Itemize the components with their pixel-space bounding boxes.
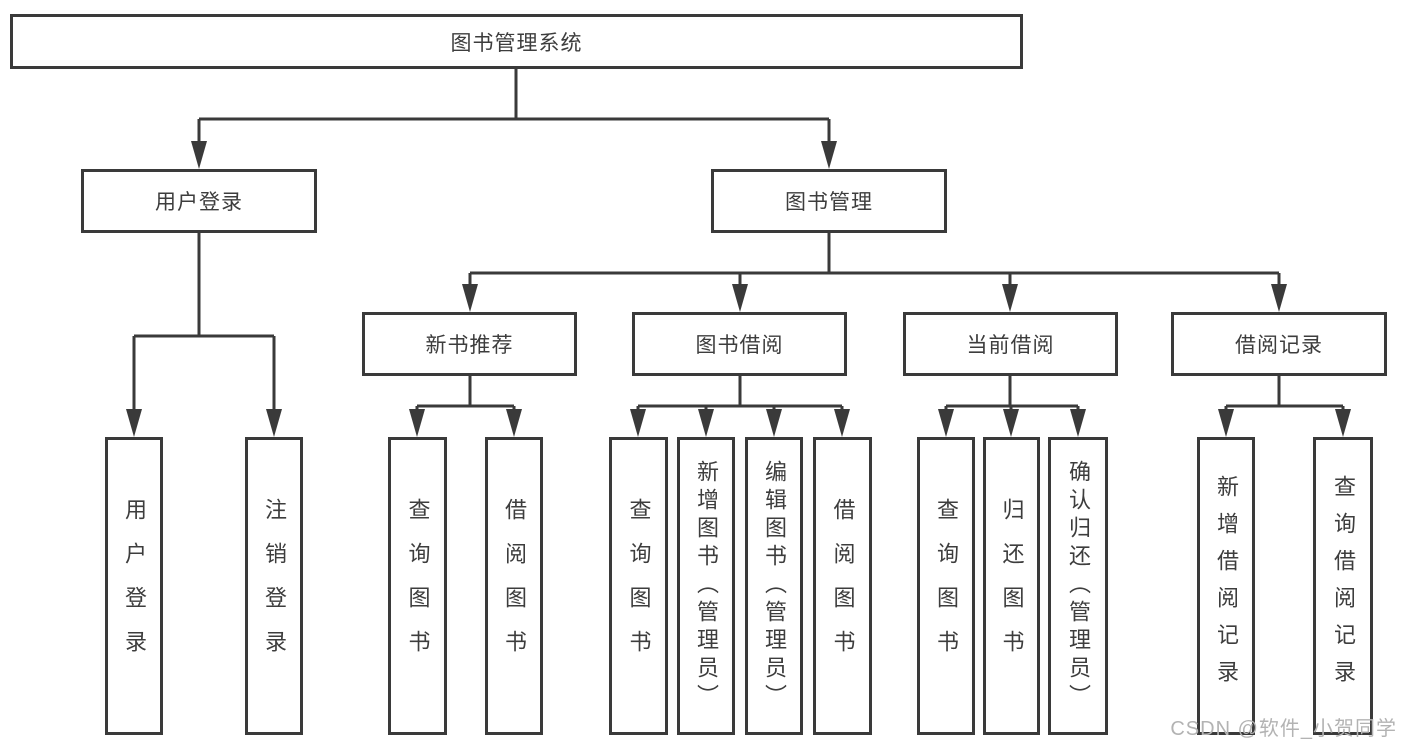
node-current-borrow: 当前借阅 (903, 312, 1118, 376)
node-user-login: 用户登录 (81, 169, 317, 233)
node-library-system: 图书管理系统 (10, 14, 1023, 69)
leaf-query-books-borrow-label: 查询图书 (626, 498, 652, 674)
node-new-book-recommend-label: 新书推荐 (425, 334, 514, 357)
leaf-add-borrow-record: 新增借阅记录 (1197, 437, 1255, 735)
leaf-logout: 注销登录 (245, 437, 303, 735)
node-borrow-records: 借阅记录 (1171, 312, 1387, 376)
leaf-query-borrow-record: 查询借阅记录 (1313, 437, 1373, 735)
leaf-logout-label: 注销登录 (262, 498, 287, 674)
leaf-confirm-return-admin-label: 确认归还（管理员） (1066, 460, 1091, 712)
csdn-watermark: CSDN @软件_小贺同学 (1170, 718, 1397, 740)
leaf-query-borrow-record-label: 查询借阅记录 (1331, 475, 1356, 697)
node-new-book-recommend: 新书推荐 (362, 312, 577, 376)
arrow-down-icons (126, 141, 1351, 437)
node-book-management-label: 图书管理 (785, 191, 873, 214)
leaf-borrow-books-recommend: 借阅图书 (485, 437, 543, 735)
leaf-query-books-recommend-label: 查询图书 (405, 498, 431, 674)
leaf-edit-books-admin-label: 编辑图书（管理员） (762, 460, 787, 712)
leaf-add-borrow-record-label: 新增借阅记录 (1214, 475, 1239, 697)
node-book-borrow: 图书借阅 (632, 312, 847, 376)
leaf-query-books-recommend: 查询图书 (388, 437, 447, 735)
leaf-query-books-borrow: 查询图书 (609, 437, 668, 735)
leaf-query-books-current-label: 查询图书 (934, 498, 959, 674)
leaf-confirm-return-admin: 确认归还（管理员） (1048, 437, 1108, 735)
node-library-system-label: 图书管理系统 (450, 31, 583, 55)
leaf-return-books-label: 归还图书 (999, 498, 1025, 674)
leaf-borrow-books-label: 借阅图书 (830, 498, 856, 674)
leaf-add-books-admin: 新增图书（管理员） (677, 437, 735, 735)
node-user-login-label: 用户登录 (155, 191, 243, 214)
node-book-borrow-label: 图书借阅 (695, 334, 784, 357)
leaf-borrow-books: 借阅图书 (813, 437, 872, 735)
node-current-borrow-label: 当前借阅 (966, 334, 1055, 357)
leaf-query-books-current: 查询图书 (917, 437, 975, 735)
leaf-user-login: 用户登录 (105, 437, 163, 735)
leaf-edit-books-admin: 编辑图书（管理员） (745, 437, 803, 735)
leaf-user-login-label: 用户登录 (122, 498, 147, 674)
leaf-borrow-books-recommend-label: 借阅图书 (502, 498, 527, 674)
leaf-return-books: 归还图书 (983, 437, 1040, 735)
leaf-add-books-admin-label: 新增图书（管理员） (694, 460, 719, 712)
node-borrow-records-label: 借阅记录 (1235, 334, 1323, 357)
node-book-management: 图书管理 (711, 169, 947, 233)
